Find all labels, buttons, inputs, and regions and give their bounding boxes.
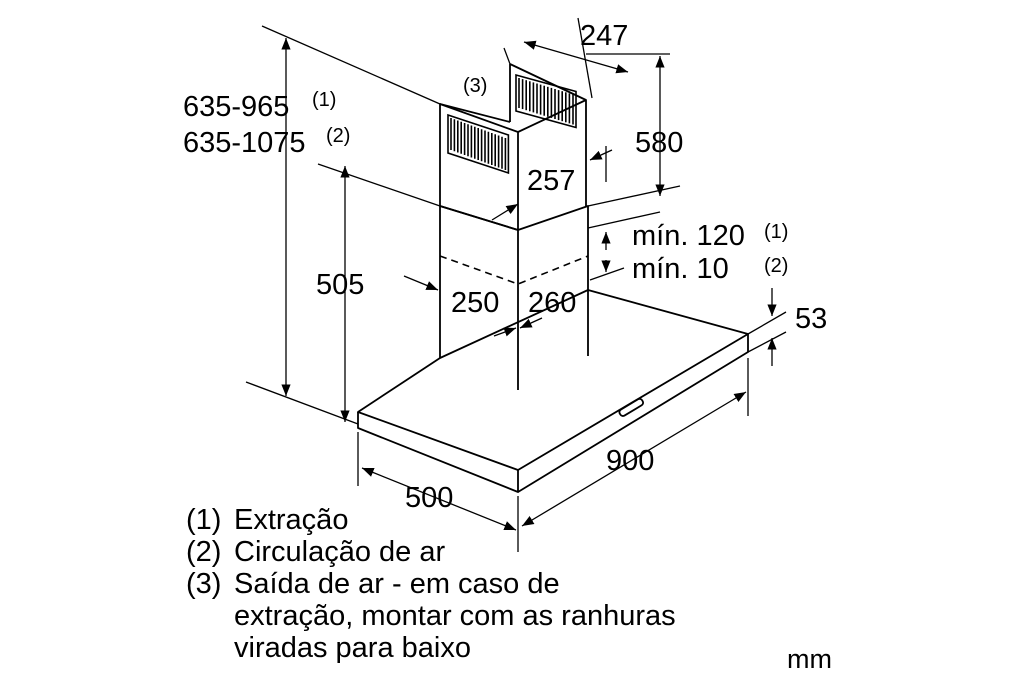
height-circulation-ref: (2): [326, 125, 350, 147]
chimney-width-arrow: [403, 275, 439, 291]
chimney-depth-arrow: [493, 327, 517, 337]
unit-label: mm: [787, 644, 832, 674]
height-extraction-ref: (1): [312, 89, 336, 111]
chimney-depth-label: 260: [528, 287, 576, 319]
legend-text: Extração: [234, 504, 349, 536]
dimension-lines: [245, 17, 787, 552]
height-extraction-label: 635-965: [183, 91, 289, 123]
legend-text: Saída de ar - em caso de: [234, 568, 560, 600]
upper-chimney-back: [439, 63, 587, 123]
legend-number: (1): [186, 504, 222, 536]
gap-extraction-label: mín. 120: [632, 220, 745, 252]
top-width-label: 247: [580, 20, 628, 52]
upper-depth-arrow-left: [491, 203, 519, 221]
gap-circulation-label: mín. 10: [632, 253, 729, 285]
legend-item-2: (2) Circulação de ar: [186, 536, 445, 568]
upper-chimney-front: [439, 103, 519, 231]
dimension-labels: 635-965 (1) 635-1075 (2) 505 (3) 247 580…: [183, 20, 827, 514]
top-width-arrow: [523, 40, 629, 74]
gap-circulation-ref: (2): [764, 255, 788, 277]
legend-item-3-continuation: extração, montar com as ranhuras: [234, 600, 676, 632]
outlet-grille-back: [515, 73, 577, 129]
grille-frame: [515, 73, 577, 129]
legend-item-3-continuation: viradas para baixo: [234, 632, 471, 664]
gap-extraction-ref: (1): [764, 221, 788, 243]
upper-depth-label: 257: [527, 165, 575, 197]
depth-arrow: [361, 467, 517, 531]
air-outlet-ref: (3): [463, 75, 487, 97]
canopy-front: [357, 412, 519, 493]
legend-text: Circulação de ar: [234, 536, 446, 568]
overlap-dashed-line: [439, 255, 589, 285]
chimney-width-label: 250: [451, 287, 499, 319]
upper-depth-arrow-right: [589, 149, 613, 161]
height-circulation-label: 635-1075: [183, 127, 306, 159]
thickness-label: 53: [795, 303, 827, 335]
canopy-width-label: 900: [606, 445, 654, 477]
legend-number: (2): [186, 536, 222, 568]
grille-frame: [447, 113, 510, 175]
air-outlet-grilles: [447, 73, 577, 175]
upper-height-label: 580: [635, 127, 683, 159]
outlet-grille-front: [447, 113, 510, 175]
width-arrow: [521, 391, 747, 527]
canopy-top: [357, 289, 749, 471]
legend-item-1: (1) Extração: [186, 504, 348, 536]
canopy-depth-label: 500: [405, 482, 453, 514]
legend-item-3: (3) Saída de ar - em caso de: [186, 568, 560, 600]
legend-number: (3): [186, 568, 222, 600]
lower-height-label: 505: [316, 269, 364, 301]
